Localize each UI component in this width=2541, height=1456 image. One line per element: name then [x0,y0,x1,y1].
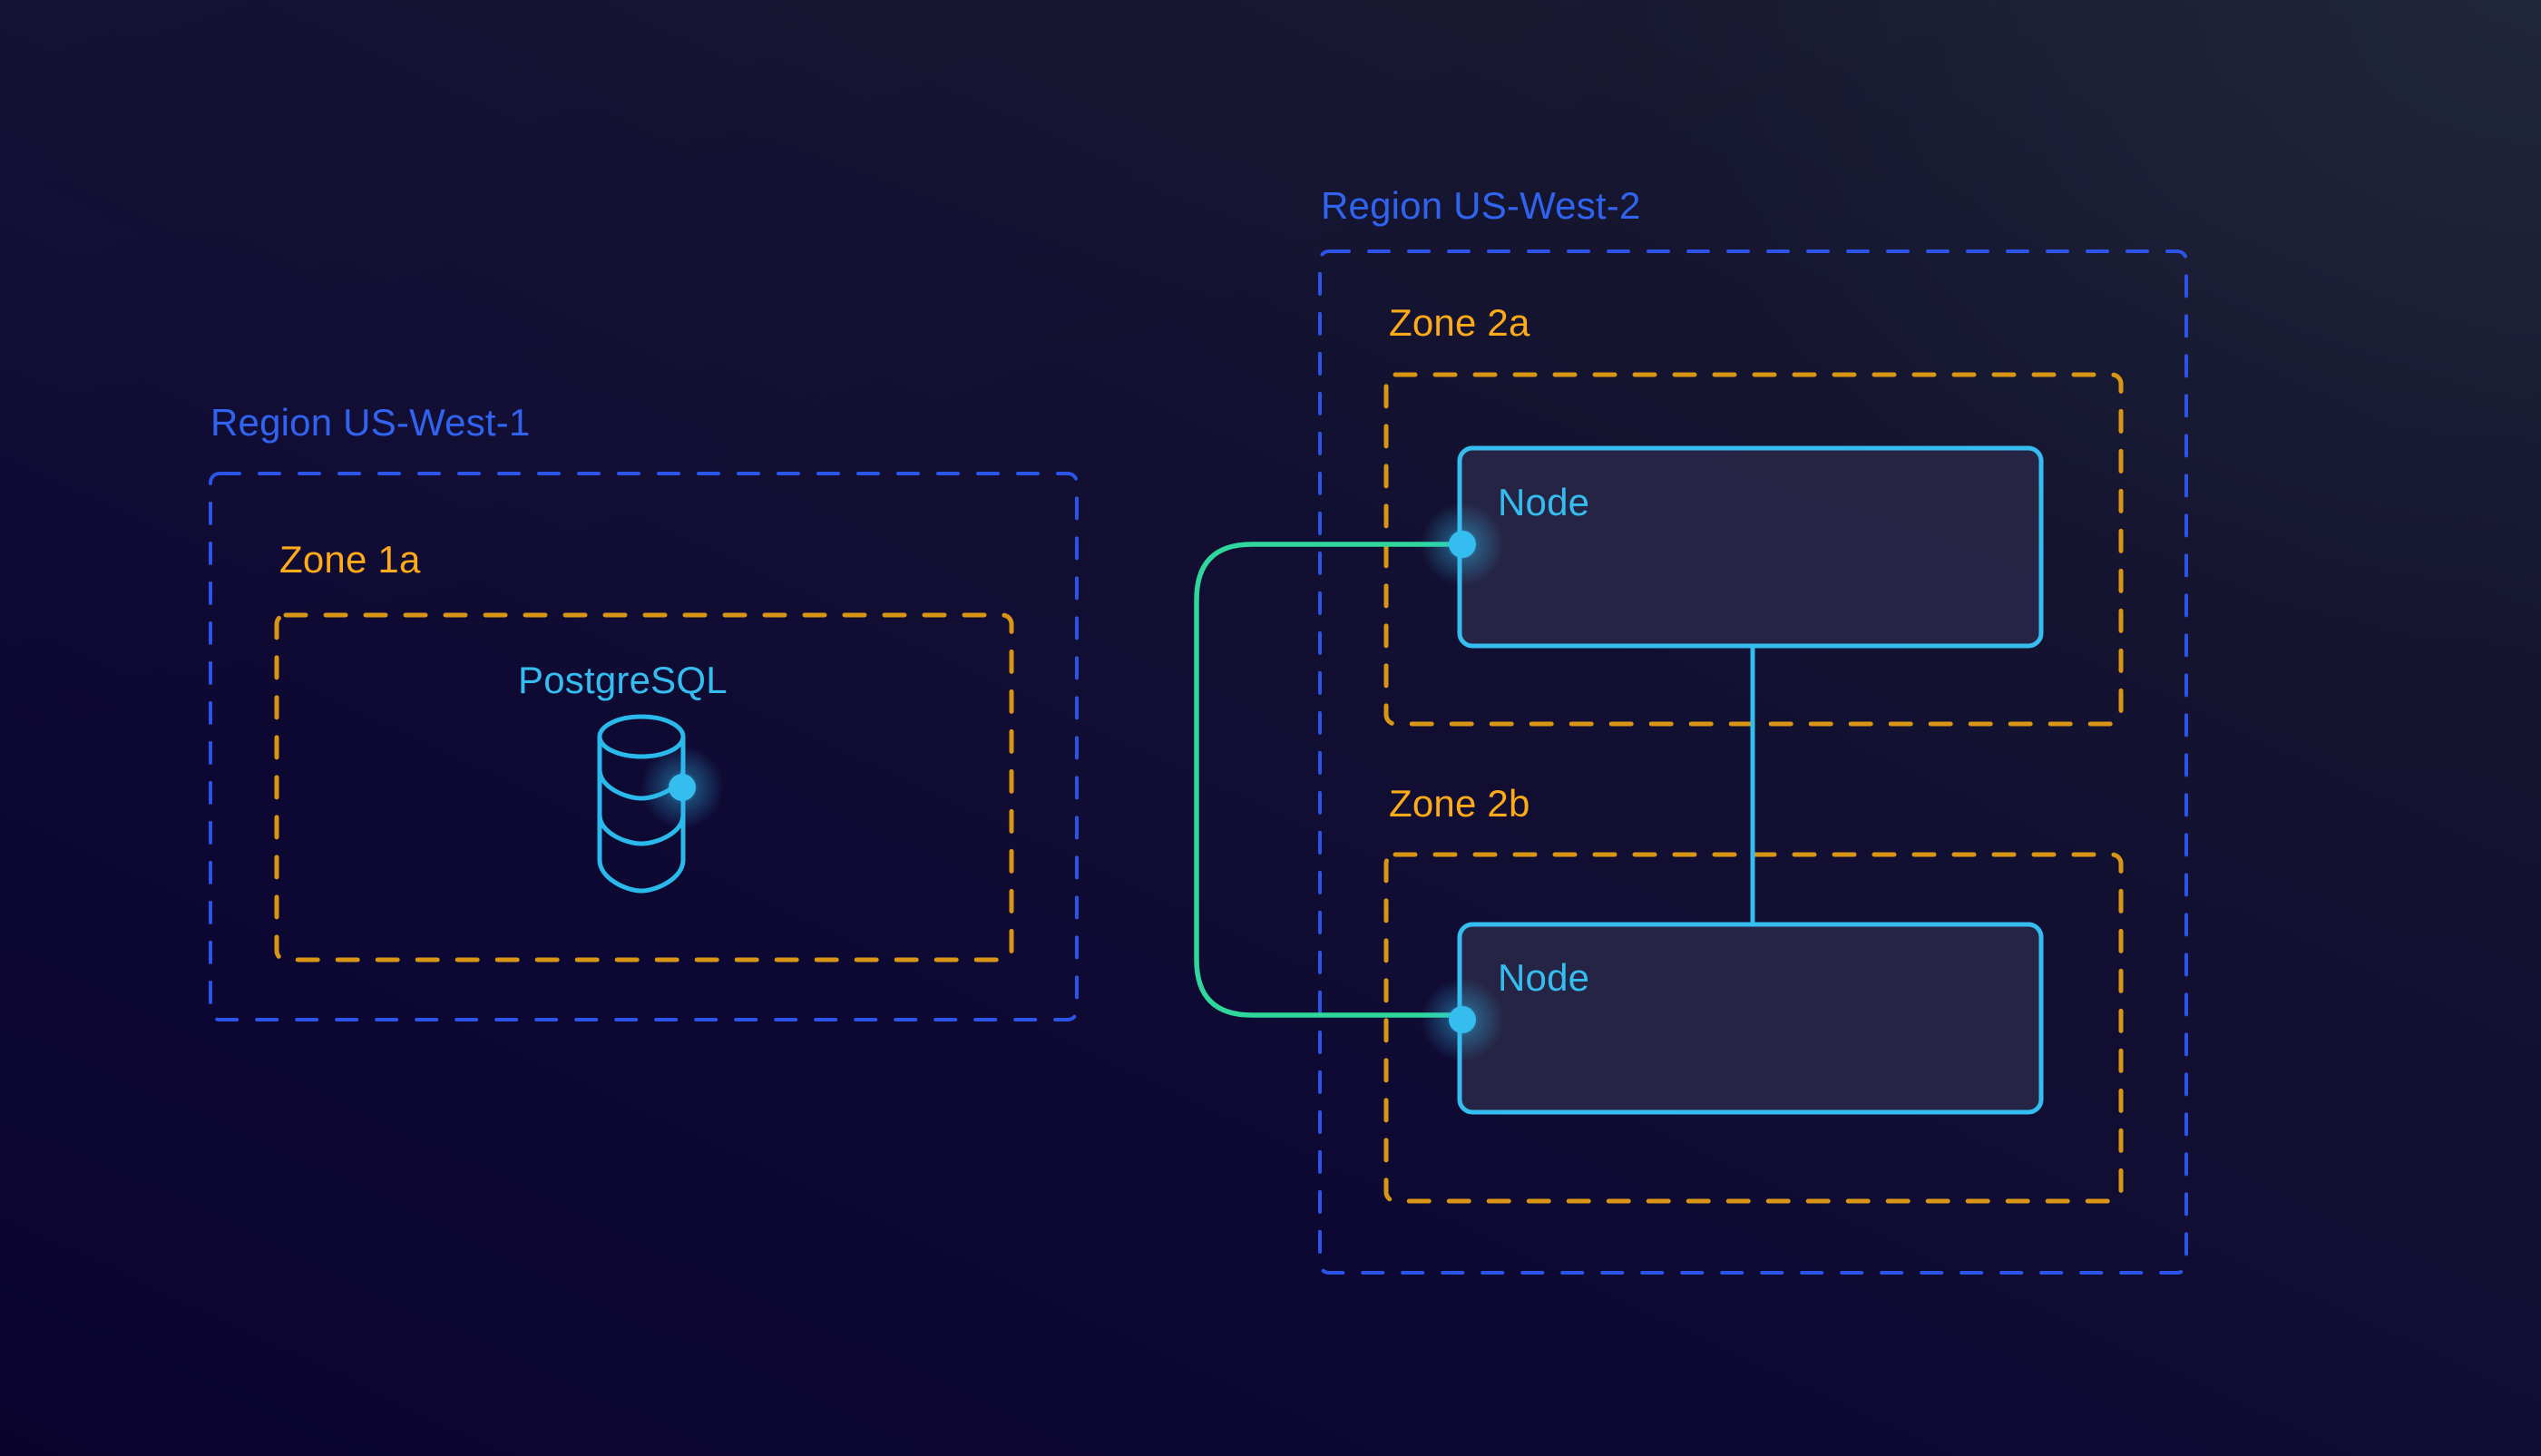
region-label-us-west-2: Region US-West-2 [1321,184,1641,227]
region-boundary-us-west-1 [209,472,1079,1021]
component-label-postgresql: PostgreSQL [518,659,728,701]
region-label-us-west-1: Region US-West-1 [210,401,531,444]
node-box-2a[interactable] [1457,445,2044,649]
zone-label-1a: Zone 1a [279,538,421,581]
node-box-2b[interactable] [1457,922,2044,1115]
connection-dot-node2a [1449,531,1476,558]
zone-label-2a: Zone 2a [1389,301,1530,344]
connection-dot-node2b [1449,1006,1476,1033]
zone-boundary-2a [1383,372,2124,727]
region-boundary-us-west-2 [1318,249,2188,1275]
component-label-node-2b: Node [1498,956,1590,999]
connection-dot-db [669,774,696,801]
zone-label-2b: Zone 2b [1389,782,1530,825]
connector-trunk-spine [1194,542,1465,1018]
component-label-node-2a: Node [1498,481,1590,523]
